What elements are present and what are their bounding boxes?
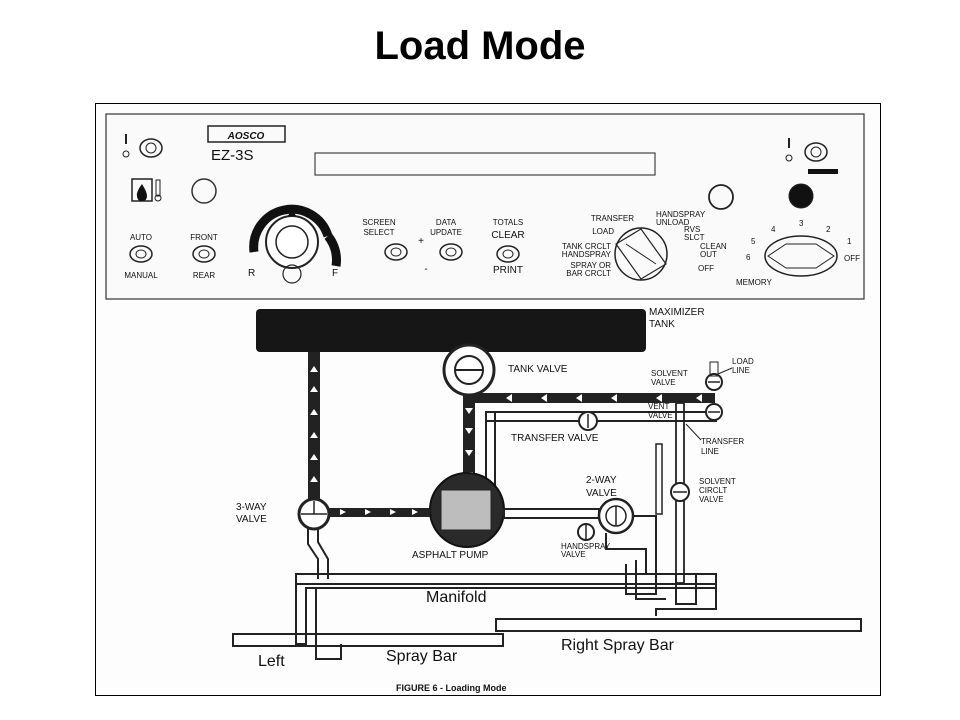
control-panel: AOSCO EZ-3S AUTO MANUAL FRONT REAR bbox=[105, 113, 865, 300]
asphalt-pump-core bbox=[440, 489, 492, 531]
transfer-label: TRANSFER bbox=[701, 437, 744, 446]
front-label: FRONT bbox=[190, 233, 218, 242]
spray-bar-label: Spray Bar bbox=[386, 648, 458, 665]
knob-pointer-icon bbox=[288, 208, 296, 216]
mode-unload: UNLOAD bbox=[656, 218, 690, 227]
screen-select-switch[interactable]: SCREEN SELECT bbox=[362, 218, 408, 261]
brand-logo: AOSCO bbox=[207, 125, 286, 143]
update-label: UPDATE bbox=[430, 228, 462, 237]
totals-switch[interactable]: TOTALS CLEAR PRINT bbox=[491, 218, 524, 276]
handspray-valve-label: VALVE bbox=[561, 550, 586, 559]
data-update-switch[interactable]: DATA UPDATE bbox=[430, 218, 463, 261]
load-label: LOAD bbox=[732, 357, 754, 366]
indicator-lamp-right bbox=[708, 184, 734, 210]
load-line-pipe bbox=[475, 393, 715, 403]
brand-text: AOSCO bbox=[227, 131, 265, 142]
mode-bar-crclt: BAR CRCLT bbox=[566, 269, 611, 278]
control-panel-border bbox=[105, 113, 865, 300]
front-rear-switch[interactable]: FRONT REAR bbox=[190, 233, 218, 280]
memory-4: 4 bbox=[771, 225, 776, 234]
two-way-label: 2-WAY bbox=[586, 475, 617, 486]
mode-off: OFF bbox=[698, 264, 714, 273]
right-spray-bar-label: Right Spray Bar bbox=[561, 637, 675, 654]
three-way-valve-label: VALVE bbox=[236, 514, 267, 525]
auto-manual-switch[interactable]: AUTO MANUAL bbox=[124, 233, 158, 280]
solvent-circlt-label: SOLVENT bbox=[699, 477, 736, 486]
transfer-line-label: LINE bbox=[701, 447, 719, 456]
mode-load: LOAD bbox=[592, 227, 614, 236]
tank-to-pump-pipe bbox=[463, 395, 475, 485]
circlt-label: CIRCLT bbox=[699, 486, 727, 495]
transfer-valve-label: TRANSFER VALVE bbox=[511, 433, 599, 444]
solvent-label: SOLVENT bbox=[651, 369, 688, 378]
pump-to-three-way-pipe bbox=[322, 508, 430, 517]
display-window bbox=[314, 152, 656, 176]
left-spray-bar bbox=[232, 633, 504, 647]
rear-label: REAR bbox=[193, 271, 215, 280]
manifold bbox=[295, 560, 717, 660]
right-spray-bar bbox=[495, 618, 862, 632]
asphalt-pump-label: ASPHALT PUMP bbox=[412, 550, 489, 561]
forward-label: F bbox=[332, 268, 338, 279]
manifold-label: Manifold bbox=[426, 589, 486, 606]
maximizer-label: MAXIMIZER bbox=[649, 307, 705, 318]
mode-selector-dial[interactable]: TRANSFER HANDSPRAY UNLOAD LOAD RVS SLCT … bbox=[562, 210, 727, 281]
indicator-lamp-left bbox=[191, 178, 217, 204]
memory-6: 6 bbox=[746, 253, 751, 262]
select-label: SELECT bbox=[363, 228, 394, 237]
mode-handspray-2: HANDSPRAY bbox=[562, 250, 612, 259]
tank-valve-label: TANK VALVE bbox=[508, 364, 568, 375]
mode-slct: SLCT bbox=[684, 233, 705, 242]
model-name: EZ-3S bbox=[211, 147, 254, 164]
totals-label: TOTALS bbox=[493, 218, 523, 227]
data-label: DATA bbox=[436, 218, 457, 227]
memory-off: OFF bbox=[844, 254, 860, 263]
tank-label: TANK bbox=[649, 319, 675, 330]
mode-rvs: RVS bbox=[684, 225, 700, 234]
memory-label: MEMORY bbox=[736, 278, 773, 287]
mode-tank-crclt: TANK CRCLT bbox=[562, 242, 611, 251]
handspray-label: HANDSPRAY bbox=[561, 542, 611, 551]
manual-label: MANUAL bbox=[124, 271, 158, 280]
power-toggle-right[interactable] bbox=[785, 138, 838, 174]
tank-temperature-icon bbox=[131, 178, 162, 202]
circlt-valve-label: VALVE bbox=[699, 495, 724, 504]
left-label: Left bbox=[258, 653, 285, 670]
return-pipe bbox=[308, 352, 320, 508]
memory-dial[interactable]: 5 4 3 2 1 6 OFF MEMORY bbox=[736, 219, 860, 287]
transfer-line-pipe bbox=[485, 411, 717, 422]
auto-label: AUTO bbox=[130, 233, 152, 242]
mode-spray-or: SPRAY OR bbox=[570, 261, 611, 270]
memory-1: 1 bbox=[847, 237, 852, 246]
memory-5: 5 bbox=[751, 237, 756, 246]
power-toggle-left[interactable] bbox=[122, 134, 163, 158]
mode-clean: CLEAN bbox=[700, 242, 727, 251]
clear-label: CLEAR bbox=[491, 230, 524, 241]
memory-3: 3 bbox=[799, 219, 804, 228]
three-way-label: 3-WAY bbox=[236, 502, 267, 513]
plus-label: + bbox=[418, 236, 424, 247]
reverse-label: R bbox=[248, 268, 255, 279]
solvent-valve-label: VALVE bbox=[651, 378, 676, 387]
maximizer-tank bbox=[256, 309, 646, 352]
load-line-label: LINE bbox=[732, 366, 750, 375]
slide-title: Load Mode bbox=[374, 24, 586, 68]
plumbing-diagram: MAXIMIZER TANK TANK VALVE SOLVEN bbox=[232, 307, 862, 693]
vent-valve-label: VALVE bbox=[648, 411, 673, 420]
print-label: PRINT bbox=[493, 265, 523, 276]
direction-knob[interactable]: R F bbox=[248, 204, 341, 284]
mode-handspray: HANDSPRAY bbox=[656, 210, 706, 219]
two-way-valve-label: VALVE bbox=[586, 488, 617, 499]
gear-icon bbox=[282, 264, 302, 284]
figure-frame: AOSCO EZ-3S AUTO MANUAL FRONT REAR bbox=[95, 103, 881, 696]
alarm-lamp bbox=[788, 183, 814, 209]
loading-mode-diagram: AOSCO EZ-3S AUTO MANUAL FRONT REAR bbox=[105, 113, 865, 693]
screen-label: SCREEN bbox=[362, 218, 396, 227]
minus-label: - bbox=[424, 264, 427, 275]
mode-transfer: TRANSFER bbox=[591, 214, 634, 223]
vent-label: VENT bbox=[648, 402, 669, 411]
figure-caption: FIGURE 6 - Loading Mode bbox=[396, 683, 507, 693]
mode-out: OUT bbox=[700, 250, 717, 259]
memory-2: 2 bbox=[826, 225, 831, 234]
